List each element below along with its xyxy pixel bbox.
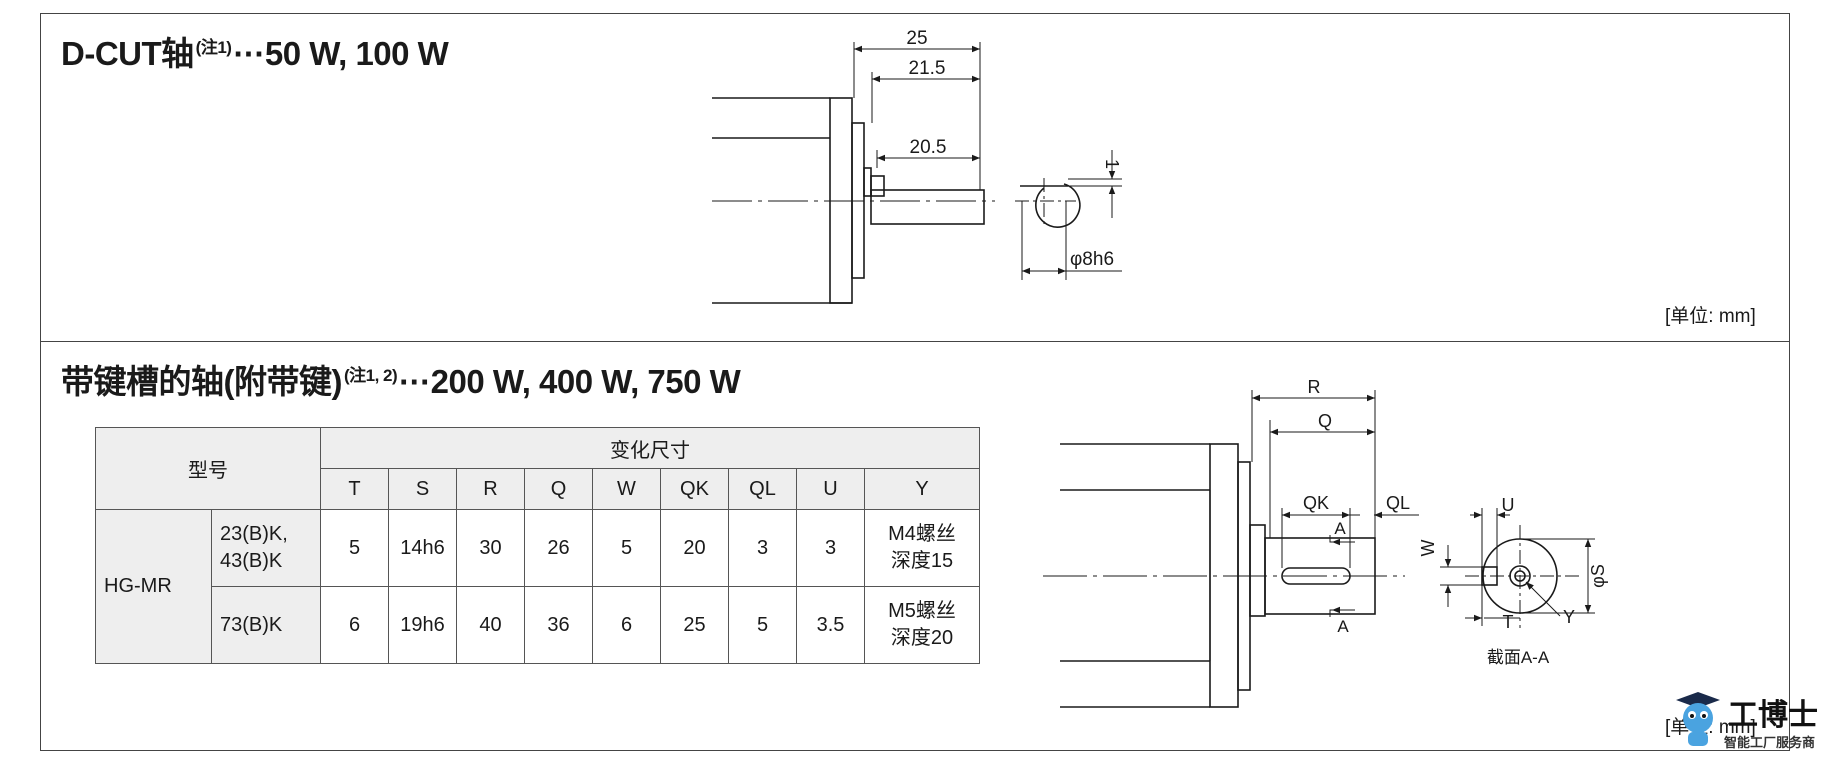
dcut-shaft xyxy=(870,189,985,225)
keyway-section-title: 带键槽的轴(附带键)(注1, 2)···200 W, 400 W, 750 W xyxy=(61,355,741,403)
keyway-dimension-table: 型号 变化尺寸 T S R Q W QK QL U Y HG-MR 23(B)K… xyxy=(95,427,980,664)
table-col-header: Y xyxy=(864,468,980,510)
table-cell: 3.5 xyxy=(796,586,865,664)
table-row: HG-MR 23(B)K, 43(B)K 5 14h6 30 26 5 20 3… xyxy=(95,509,980,664)
table-col-header: QK xyxy=(660,468,729,510)
table-cell: 36 xyxy=(524,586,593,664)
shaft-collar xyxy=(1249,524,1266,617)
keyway-title-note: (注1, 2) xyxy=(343,366,398,385)
table-cell-y-line: M5螺丝 xyxy=(888,600,956,622)
table-col-header: S xyxy=(388,468,457,510)
table-cell: 3 xyxy=(728,509,797,587)
table-col-header: U xyxy=(796,468,865,510)
mascot-logo-icon xyxy=(1676,692,1720,746)
dcut-title-power: 50 W, 100 W xyxy=(264,35,449,72)
table-cell: 5 xyxy=(320,509,389,587)
dcut-title-note: (注1) xyxy=(195,38,232,57)
dim-QK-label: QK xyxy=(1303,493,1329,513)
keyway-shaft-panel xyxy=(40,341,1790,751)
dim-T-label: T xyxy=(1503,612,1514,632)
dcut-title-dots: ··· xyxy=(233,35,265,72)
table-cell: 3 xyxy=(796,509,865,587)
table-cell: 6 xyxy=(592,586,661,664)
watermark-tagline: 智能工厂服务商 xyxy=(1724,735,1816,750)
table-cell: 25 xyxy=(660,586,729,664)
dim-U-label: U xyxy=(1502,495,1515,515)
table-model-cell: 23(B)K, 43(B)K xyxy=(211,509,321,587)
dim-Y-label: Y xyxy=(1563,607,1575,627)
dim-QL-label: QL xyxy=(1386,493,1410,513)
table-cell: 6 xyxy=(320,586,389,664)
table-cell-y-line: 深度15 xyxy=(890,550,954,572)
brand-watermark: 工博士 智能工厂服务商 xyxy=(1668,690,1828,752)
table-series-cell: HG-MR xyxy=(95,509,212,664)
dim-1-label: 1 xyxy=(1102,159,1122,169)
section-view-label: 截面A-A xyxy=(1487,648,1550,667)
table-col-header: QL xyxy=(728,468,797,510)
table-cell-y-line: 深度20 xyxy=(890,627,954,649)
table-model-cell: 73(B)K xyxy=(211,586,321,664)
table-col-header: R xyxy=(456,468,525,510)
dim-R-label: R xyxy=(1308,377,1321,397)
keyway-title-dots: ··· xyxy=(399,363,431,400)
section-mark-top: A xyxy=(1334,519,1346,538)
table-cell: 5 xyxy=(592,509,661,587)
table-cell-y: M5螺丝 深度20 xyxy=(864,586,980,664)
table-cell-y: M4螺丝 深度15 xyxy=(864,509,980,587)
dim-Q-label: Q xyxy=(1318,411,1332,431)
dim-W-label: W xyxy=(1418,540,1438,557)
dcut-unit-label: [单位: mm] xyxy=(1665,306,1756,327)
table-cell: 20 xyxy=(660,509,729,587)
table-cell-y-line: M4螺丝 xyxy=(888,523,956,545)
dcut-section-title: D-CUT轴(注1)···50 W, 100 W xyxy=(61,27,449,75)
dim-20-5-label: 20.5 xyxy=(910,137,947,158)
table-header-model: 型号 xyxy=(95,427,321,510)
table-row: 73(B)K 6 19h6 40 36 6 25 5 3.5 M5螺丝 深度20 xyxy=(96,586,980,664)
dim-phi8h6-label: φ8h6 xyxy=(1070,249,1114,270)
dcut-title-main: D-CUT轴 xyxy=(61,35,194,72)
dim-21-5-label: 21.5 xyxy=(909,58,946,79)
watermark-brand: 工博士 xyxy=(1728,698,1818,733)
shaft-step xyxy=(870,175,885,197)
dim-phiS-label: φS xyxy=(1588,564,1608,588)
keyway-title-power: 200 W, 400 W, 750 W xyxy=(430,363,741,400)
table-cell: 40 xyxy=(456,586,525,664)
keyway-title-main: 带键槽的轴(附带键) xyxy=(61,363,342,400)
dim-25-label: 25 xyxy=(906,28,927,49)
section-mark-bottom: A xyxy=(1337,617,1349,636)
table-cell: 19h6 xyxy=(388,586,457,664)
dcut-end-view-circle xyxy=(1035,183,1081,228)
table-col-header: Q xyxy=(524,468,593,510)
